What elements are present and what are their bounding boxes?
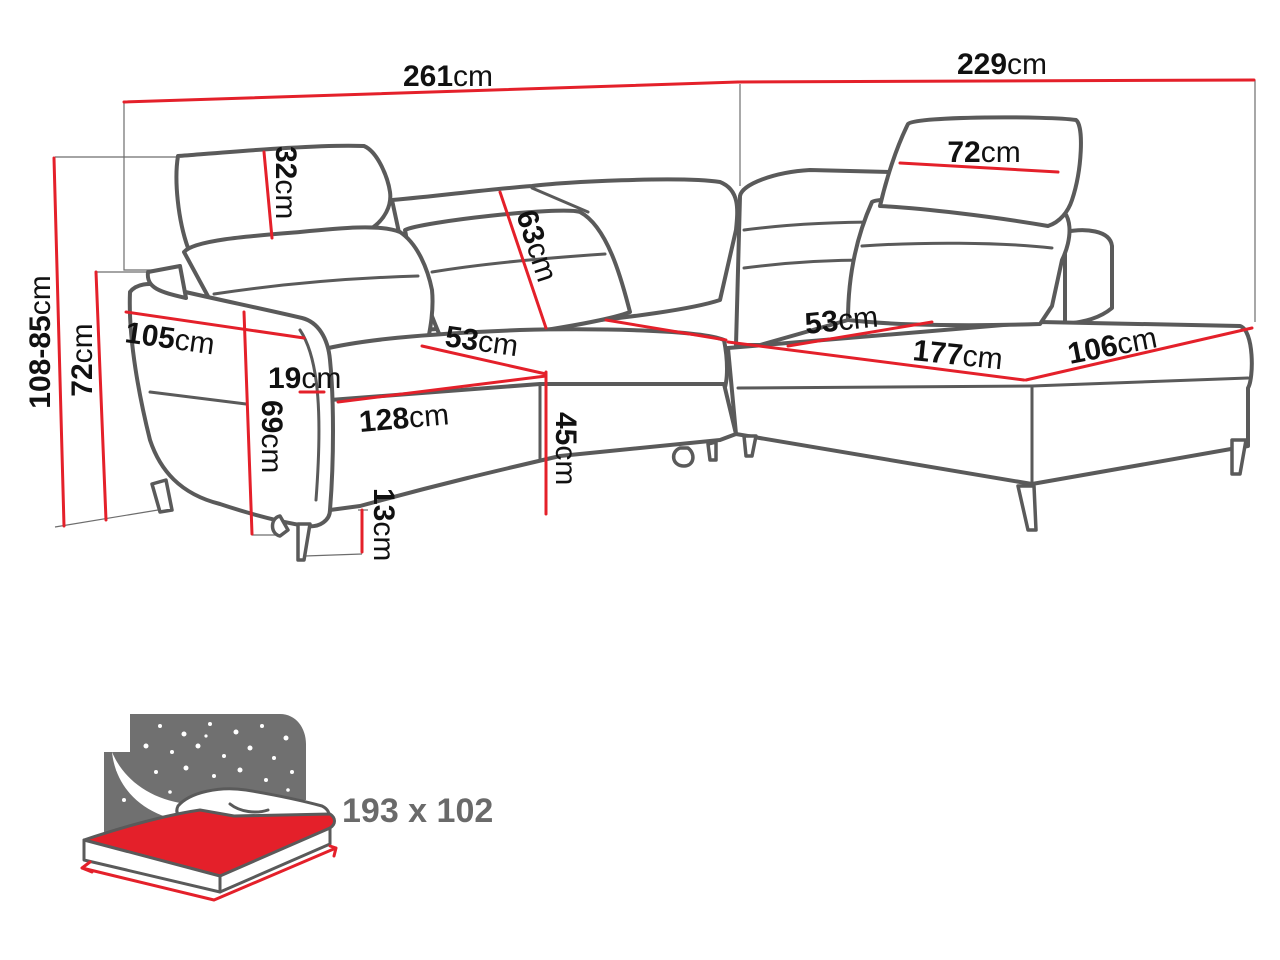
seat-height-label: 45cm	[549, 412, 582, 485]
chaise-back-panel	[1063, 228, 1114, 326]
sleeping-area-size: 193 x 102	[342, 792, 493, 830]
chaise-body	[726, 320, 1254, 486]
chaise-seat-depth-label: 53cm	[803, 300, 879, 340]
left-front-leg	[150, 478, 174, 514]
sofa-depth-label: 105cm	[123, 316, 217, 361]
sofa-outline	[127, 115, 1254, 562]
left-armrest	[127, 282, 335, 529]
armrest-height-label: 69cm	[255, 400, 288, 473]
total-height-label: 108-85cm	[24, 275, 57, 408]
chaise-headrest-width-label: 72cm	[947, 136, 1020, 169]
armrest-width-label: 19cm	[268, 362, 341, 395]
dimension-labels: 261cm 229cm 32cm 63cm 72cm 108-85cm 72cm…	[24, 48, 1160, 561]
headrest-height-label: 32cm	[269, 146, 302, 219]
seat-width-label: 128cm	[358, 398, 451, 439]
mechanism-foot	[706, 440, 718, 462]
stars-icon	[116, 722, 294, 802]
main-seat-base	[328, 382, 738, 512]
left-backrest-cushion	[182, 225, 435, 362]
chaise-front-leg	[1016, 484, 1038, 532]
overall-width-label: 261cm	[403, 60, 493, 93]
middle-front-leg	[296, 522, 312, 562]
back-height-label: 72cm	[66, 323, 99, 396]
seat-depth-label: 53cm	[443, 320, 520, 363]
chaise-length-label: 177cm	[911, 334, 1004, 376]
chaise-side-leg	[1230, 438, 1248, 476]
middle-backrest-cushion	[403, 208, 632, 338]
sleeping-area-icon: 193 x 102	[80, 714, 493, 902]
leg-height-label: 13cm	[367, 488, 400, 561]
corner-leg	[742, 434, 758, 458]
dimension-lines	[52, 78, 1256, 554]
left-side-panel	[145, 264, 188, 300]
chaise-width-label: 229cm	[957, 48, 1047, 81]
left-back-leg	[270, 514, 290, 538]
chaise-adjustable-headrest	[878, 115, 1083, 228]
left-headrest	[174, 143, 393, 250]
mechanism-wheel	[671, 446, 695, 468]
width-arrow-icon	[80, 844, 338, 902]
